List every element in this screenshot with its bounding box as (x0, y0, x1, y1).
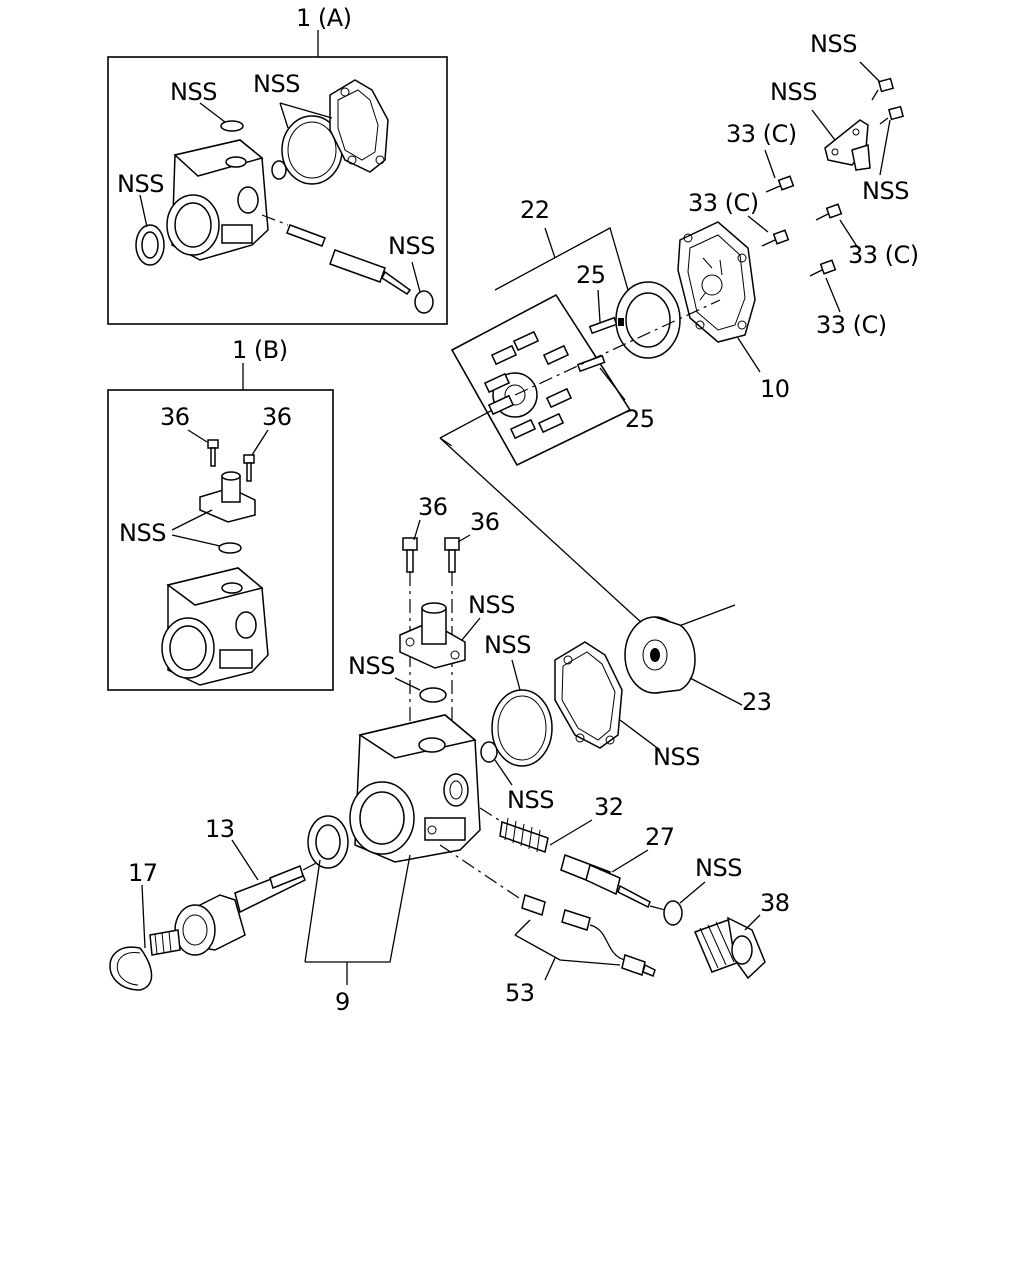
bolt-33c-4 (809, 259, 837, 277)
label-1b: 1 (B) (232, 336, 288, 364)
assembly-1b-flange (199, 471, 256, 523)
callout-labels: 1 (A) NSS NSS NSS NSS 1 (B) 36 36 NSS NS… (117, 4, 919, 1016)
bolt-nss-right (879, 105, 905, 125)
cover-gasket (554, 641, 623, 749)
pin-25-upper (588, 316, 618, 335)
bolt-36-left (402, 537, 418, 573)
assembly-1a-box (107, 30, 448, 325)
label-nss: NSS (507, 786, 554, 814)
label-nss: NSS (862, 177, 909, 205)
label-36: 36 (470, 508, 500, 536)
assembly-1a-pump-body (166, 139, 269, 261)
cam-ring (615, 281, 681, 359)
label-10: 10 (760, 375, 790, 403)
flange-pipe (399, 602, 466, 669)
label-38: 38 (760, 889, 790, 917)
label-17: 17 (128, 859, 158, 887)
label-53: 53 (505, 979, 535, 1007)
label-27: 27 (645, 823, 675, 851)
assembly-1b-o-ring (218, 542, 242, 554)
label-32: 32 (594, 793, 624, 821)
label-25: 25 (576, 261, 606, 289)
label-36: 36 (160, 403, 190, 431)
part-10-end-plate (677, 221, 761, 373)
label-nss: NSS (388, 232, 435, 260)
label-33c: 33 (C) (816, 311, 887, 339)
assembly-1a-o-ring-top (220, 120, 244, 132)
label-nss: NSS (810, 30, 857, 58)
label-nss: NSS (695, 854, 742, 882)
main-assembly (109, 519, 766, 991)
main-pump-body (349, 714, 481, 863)
label-33c: 33 (C) (726, 120, 797, 148)
label-nss: NSS (253, 70, 300, 98)
label-nss: NSS (770, 78, 817, 106)
spring-32 (499, 817, 549, 853)
label-33c: 33 (C) (688, 189, 759, 217)
label-nss: NSS (119, 519, 166, 547)
label-nss: NSS (484, 631, 531, 659)
label-nss: NSS (653, 743, 700, 771)
label-nss: NSS (468, 591, 515, 619)
assembly-1a-valve-spool (261, 214, 412, 296)
bolt-33c-2 (761, 229, 790, 247)
bolts-33c (747, 149, 859, 313)
o-ring-side (480, 741, 498, 763)
label-23: 23 (742, 688, 772, 716)
shaft-13 (149, 861, 319, 956)
label-nss: NSS (170, 78, 217, 106)
assembly-1b-bolts (207, 439, 255, 482)
o-ring-flange (419, 687, 447, 703)
assembly-1b-box (107, 363, 334, 691)
assembly-1a-o-ring-small (271, 160, 287, 180)
assembly-1a-o-ring-end (414, 290, 434, 314)
label-1a: 1 (A) (296, 4, 352, 32)
label-13: 13 (205, 815, 235, 843)
fitting-38 (694, 916, 766, 980)
bolt-33c-3 (815, 203, 843, 221)
label-33c: 33 (C) (848, 241, 919, 269)
label-36: 36 (262, 403, 292, 431)
sensor-53 (521, 894, 656, 977)
valve-27 (560, 854, 651, 909)
o-ring-valve (663, 900, 683, 926)
label-nss: NSS (348, 652, 395, 680)
bolt-nss-top (871, 77, 895, 101)
label-22: 22 (520, 196, 550, 224)
part-23-cover (624, 616, 696, 694)
label-25: 25 (625, 405, 655, 433)
bracket-bolts-group (811, 61, 905, 176)
bolt-36-right (444, 537, 460, 573)
label-36: 36 (418, 493, 448, 521)
bolt-33c-1 (765, 175, 795, 193)
part-22-rotor-group (439, 227, 681, 467)
assembly-1b-pump-body (161, 567, 269, 686)
oil-seal (307, 815, 349, 869)
gasket-ring (491, 689, 553, 767)
vanes (483, 330, 573, 440)
label-nss: NSS (117, 170, 164, 198)
rotor-detail-box (450, 293, 632, 467)
label-9: 9 (335, 988, 350, 1016)
